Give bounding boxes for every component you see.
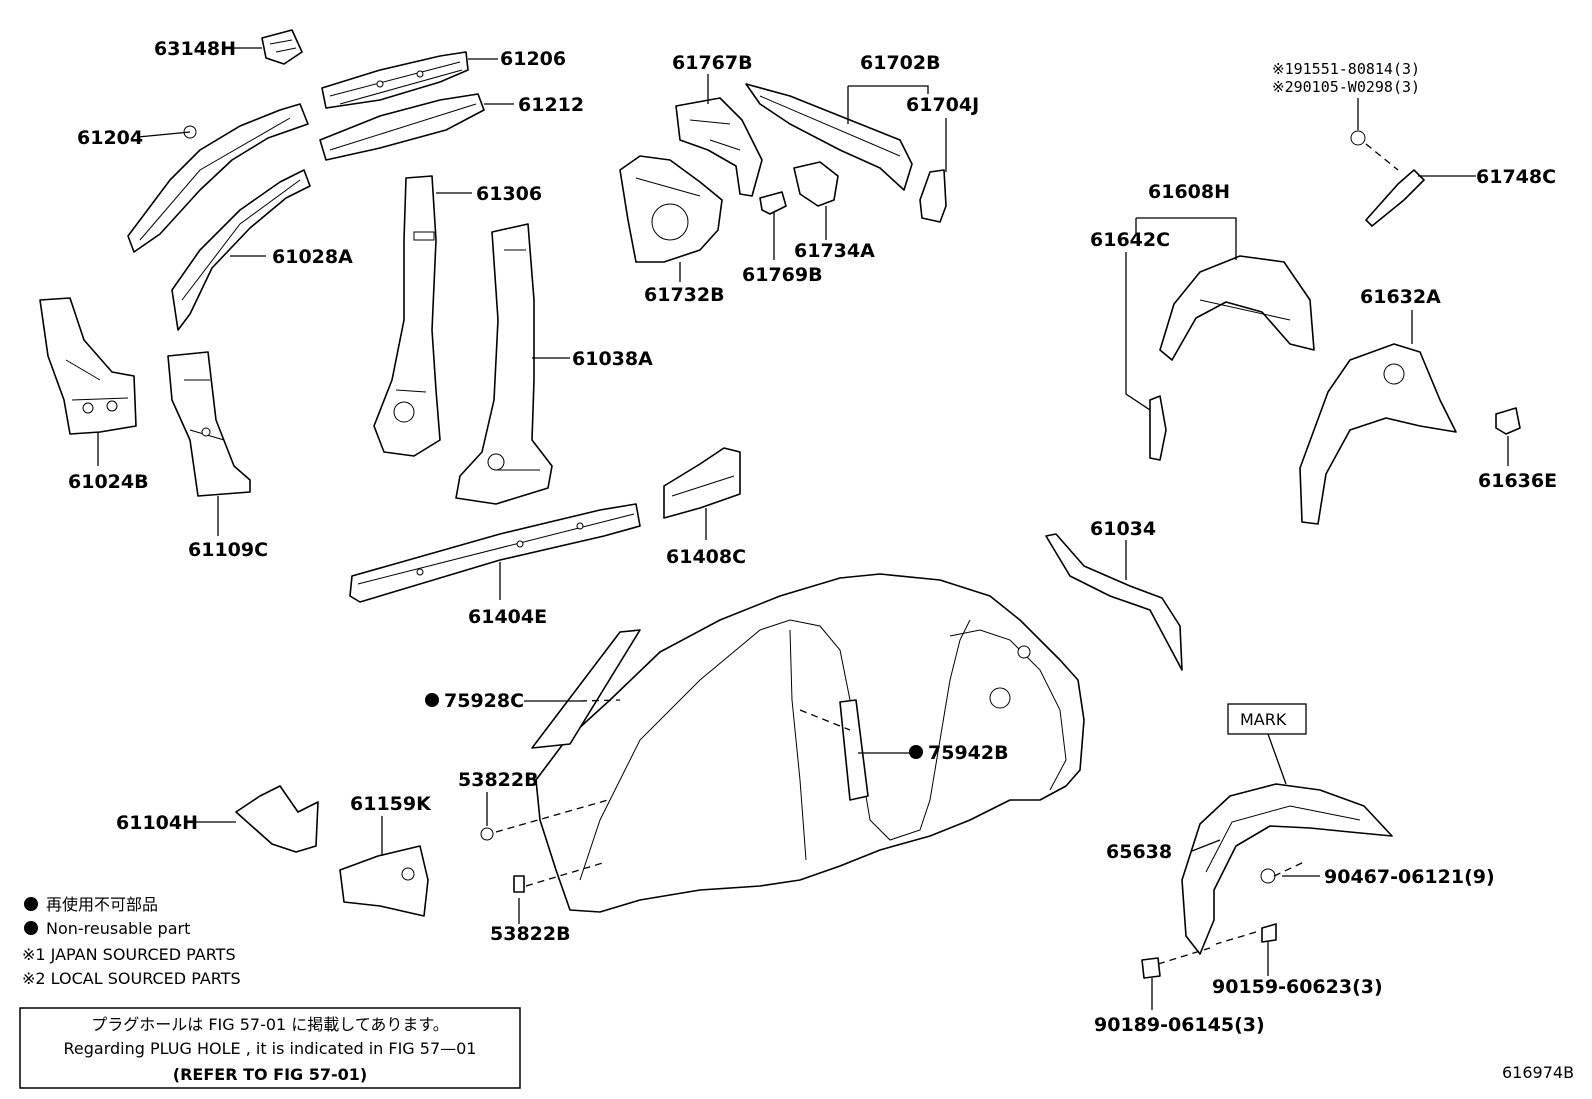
part-61408C-bracket xyxy=(663,447,741,519)
part-61306-center-pillar xyxy=(373,175,441,457)
part-61632A-wheelhouse-outer xyxy=(1299,343,1457,525)
part-61109C-pillar xyxy=(167,351,251,497)
label-clip-191551: ※191551-80814(3) xyxy=(1272,60,1420,78)
label-61408C: 61408C xyxy=(666,546,746,568)
label-61212: 61212 xyxy=(518,94,584,116)
label-61206: 61206 xyxy=(500,48,566,70)
legend-dot-jp xyxy=(24,897,38,911)
legend-nonreusable-en: Non-reusable part xyxy=(46,919,190,938)
part-61024B-a-pillar-lower xyxy=(39,297,137,435)
part-61642C-gusset xyxy=(1149,395,1167,461)
label-61404E: 61404E xyxy=(468,606,547,628)
part-61704J-bracket xyxy=(919,169,947,223)
part-61748C-bracket xyxy=(1350,130,1425,227)
mark-box xyxy=(1227,703,1307,735)
label-61642C: 61642C xyxy=(1090,229,1170,251)
note-line-en: Regarding PLUG HOLE , it is indicated in… xyxy=(64,1039,477,1058)
label-53822B-bottom: 53822B xyxy=(490,923,571,945)
part-61732B-panel xyxy=(619,155,723,263)
mark-box-label: MARK xyxy=(1240,710,1287,729)
label-61734A: 61734A xyxy=(794,240,875,262)
label-clip-290105: ※290105-W0298(3) xyxy=(1272,78,1420,96)
plug-hole-note-box xyxy=(19,1007,521,1089)
label-75928C: 75928C xyxy=(444,690,524,712)
label-61732B: 61732B xyxy=(644,284,725,306)
label-61306: 61306 xyxy=(476,183,542,205)
label-61704J: 61704J xyxy=(906,94,979,116)
part-75942B-tape xyxy=(839,699,869,801)
part-body-side-outer xyxy=(535,573,1085,913)
part-53822B-top-nut xyxy=(480,827,494,841)
part-61702B-roof-side xyxy=(745,83,913,191)
part-61212-rail xyxy=(319,93,485,161)
leader-dashes xyxy=(495,699,851,887)
part-63148H-bracket xyxy=(261,29,303,65)
part-61636E-bracket xyxy=(1495,407,1521,435)
part-53822B-bottom-clip xyxy=(513,875,525,893)
figure-id: 616974B xyxy=(1502,1063,1574,1082)
legend-dot-en xyxy=(24,921,38,935)
leader-lines xyxy=(97,47,1509,1010)
part-61734A-bracket xyxy=(793,161,839,207)
nonreusable-dot-75928C xyxy=(425,693,439,707)
nonreusable-dot-75942B xyxy=(909,745,923,759)
legend-japan-sourced: ※1 JAPAN SOURCED PARTS xyxy=(22,945,236,964)
part-61404E-rocker xyxy=(349,503,641,603)
part-61038A-center-pillar-outer xyxy=(455,223,553,505)
label-61204: 61204 xyxy=(77,127,143,149)
part-61159K-bracket xyxy=(339,845,429,917)
label-61159K: 61159K xyxy=(350,793,432,815)
part-61206-rail xyxy=(321,51,469,109)
part-61767B-gusset xyxy=(675,97,763,197)
legend-local-sourced: ※2 LOCAL SOURCED PARTS xyxy=(22,969,241,988)
part-61034-panel xyxy=(1045,533,1183,671)
part-61104H-bracket xyxy=(235,785,319,853)
part-75928C-tape xyxy=(531,629,641,749)
label-61024B: 61024B xyxy=(68,471,149,493)
label-61608H: 61608H xyxy=(1148,181,1230,203)
label-53822B-top: 53822B xyxy=(458,769,539,791)
part-fasteners xyxy=(1141,861,1305,979)
label-90467: 90467-06121(9) xyxy=(1324,866,1495,888)
label-61769B: 61769B xyxy=(742,264,823,286)
label-61104H: 61104H xyxy=(116,812,198,834)
label-61028A: 61028A xyxy=(272,246,353,268)
label-61038A: 61038A xyxy=(572,348,653,370)
label-61702B: 61702B xyxy=(860,52,941,74)
label-61767B: 61767B xyxy=(672,52,753,74)
label-65638: 65638 xyxy=(1106,841,1172,863)
label-61632A: 61632A xyxy=(1360,286,1441,308)
label-61109C: 61109C xyxy=(188,539,268,561)
part-61028A-inner-rail xyxy=(171,169,311,331)
label-75942B: 75942B xyxy=(928,742,1009,764)
label-61636E: 61636E xyxy=(1478,470,1557,492)
part-61204-front-pillar xyxy=(127,103,309,253)
legend-nonreusable-jp: 再使用不可部品 xyxy=(46,895,158,914)
note-line-jp: プラグホールは FIG 57-01 に掲載してあります。 xyxy=(91,1015,449,1034)
label-61748C: 61748C xyxy=(1476,166,1556,188)
label-90159: 90159-60623(3) xyxy=(1212,976,1383,998)
part-61769B-clip xyxy=(759,191,787,215)
part-61608H-wheelhouse-inner xyxy=(1159,255,1315,361)
part-65638-fender-liner xyxy=(1181,783,1393,955)
note-line-ref: (REFER TO FIG 57-01) xyxy=(173,1065,367,1084)
label-63148H: 63148H xyxy=(154,38,236,60)
label-61034: 61034 xyxy=(1090,518,1156,540)
label-90189: 90189-06145(3) xyxy=(1094,1014,1265,1036)
